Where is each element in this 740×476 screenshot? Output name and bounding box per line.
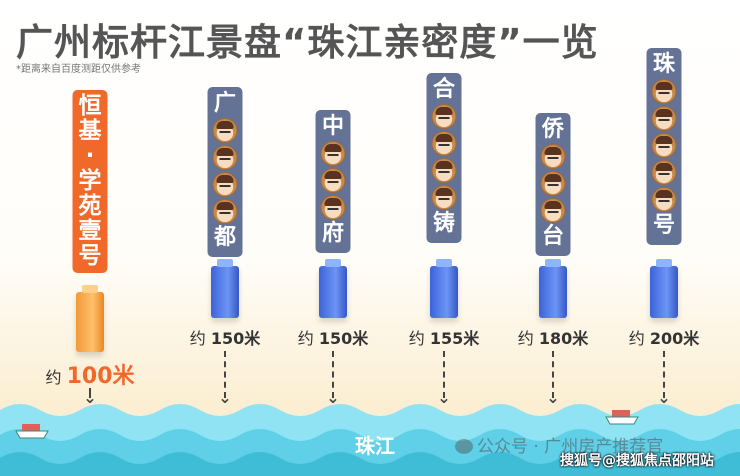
source-note: *距离来自百度测距仅供参考 (16, 64, 141, 75)
river-label: 珠江 (355, 434, 395, 458)
distance-label: 约 100米 (30, 358, 150, 390)
project-name-tag: 中府 (315, 110, 351, 253)
face-emoji-icon (540, 198, 566, 223)
name-char: 基 (78, 118, 102, 144)
project-name-tag: 广都 (207, 87, 243, 257)
arrow-down-icon: ⌄ (657, 388, 671, 407)
distance-label: 约 150米 (273, 325, 393, 349)
face-emoji-icon (431, 104, 457, 129)
face-emoji-icon (320, 168, 346, 193)
face-emoji-icon (651, 79, 677, 104)
building-icon (539, 259, 567, 318)
distance-label: 约 200米 (604, 325, 724, 349)
building-icon (211, 259, 239, 318)
face-emoji-icon (651, 106, 677, 131)
distance-value: 155米 (429, 329, 480, 348)
arrow-down-icon: ⌄ (546, 388, 560, 407)
project-name-tag: 侨台 (535, 113, 571, 256)
project-name-tag: 珠号 (646, 48, 682, 245)
face-emoji-icon (212, 172, 238, 197)
building-icon (76, 285, 104, 352)
name-char: 壹 (78, 218, 102, 244)
building-icon (319, 259, 347, 318)
name-char: 号 (78, 243, 102, 269)
distance-value: 200米 (649, 329, 700, 348)
name-char: 珠 (652, 52, 675, 77)
distance-value: 150米 (210, 329, 261, 348)
name-char: · (85, 143, 95, 169)
project-column: 侨台约 180米⌄ (493, 0, 613, 476)
project-column: 广都约 150米⌄ (165, 0, 285, 476)
watermark: 搜狐号@搜狐焦点邵阳站 (560, 453, 714, 469)
project-column: 恒基·学苑壹号约 100米⌄ (30, 0, 150, 476)
distance-value: 180米 (538, 329, 589, 348)
face-emoji-icon (540, 171, 566, 196)
dashed-line (224, 351, 226, 398)
distance-value: 150米 (318, 329, 369, 348)
dashed-line (89, 388, 91, 398)
wechat-account: 公众号 · 广州房产推荐官 (455, 432, 663, 457)
wave-3 (0, 452, 740, 476)
name-char: 中 (321, 114, 344, 139)
building-icon (430, 259, 458, 318)
face-emoji-icon (540, 144, 566, 169)
name-char: 号 (652, 213, 675, 238)
dashed-line (332, 351, 334, 398)
face-emoji-icon (212, 118, 238, 143)
project-column: 合铸约 155米⌄ (384, 0, 504, 476)
wechat-icon (455, 439, 473, 454)
arrow-down-icon: ⌄ (83, 388, 97, 407)
project-column: 中府约 150米⌄ (273, 0, 393, 476)
arrow-down-icon: ⌄ (437, 388, 451, 407)
page-title: 广州标杆江景盘“珠江亲密度”一览 (16, 21, 599, 64)
building-icon (650, 259, 678, 318)
face-emoji-icon (651, 133, 677, 158)
face-emoji-icon (651, 160, 677, 185)
distance-label: 约 155米 (384, 325, 504, 349)
distance-prefix: 约 (628, 329, 645, 348)
face-emoji-icon (431, 185, 457, 210)
dashed-line (443, 351, 445, 398)
name-char: 学 (78, 168, 102, 194)
dashed-line (552, 351, 554, 398)
distance-prefix: 约 (408, 329, 425, 348)
face-emoji-icon (212, 199, 238, 224)
distance-label: 约 180米 (493, 325, 613, 349)
wechat-label: 公众号 · 广州房产推荐官 (477, 437, 664, 457)
ship-icon (15, 424, 49, 439)
ship-icon (605, 410, 639, 425)
project-column: 珠号约 200米⌄ (604, 0, 724, 476)
project-name-tag: 恒基·学苑壹号 (72, 90, 108, 273)
distance-prefix: 约 (517, 329, 534, 348)
name-char: 台 (541, 224, 564, 249)
face-emoji-icon (320, 141, 346, 166)
distance-prefix: 约 (297, 329, 314, 348)
distance-prefix: 约 (45, 368, 62, 387)
name-char: 苑 (78, 193, 102, 219)
arrow-down-icon: ⌄ (218, 388, 232, 407)
face-emoji-icon (320, 195, 346, 220)
name-char: 合 (432, 77, 455, 102)
face-emoji-icon (431, 158, 457, 183)
name-char: 都 (213, 225, 236, 250)
face-emoji-icon (431, 131, 457, 156)
name-char: 恒 (78, 93, 102, 119)
name-char: 铸 (432, 211, 455, 236)
name-char: 广 (213, 91, 236, 116)
name-char: 侨 (541, 117, 564, 142)
dashed-line (663, 351, 665, 398)
project-name-tag: 合铸 (426, 73, 462, 243)
name-char: 府 (321, 221, 344, 246)
distance-value: 100米 (66, 364, 135, 389)
river-waves (0, 404, 740, 476)
face-emoji-icon (212, 145, 238, 170)
distance-label: 约 150米 (165, 325, 285, 349)
arrow-down-icon: ⌄ (326, 388, 340, 407)
face-emoji-icon (651, 187, 677, 212)
distance-prefix: 约 (189, 329, 206, 348)
